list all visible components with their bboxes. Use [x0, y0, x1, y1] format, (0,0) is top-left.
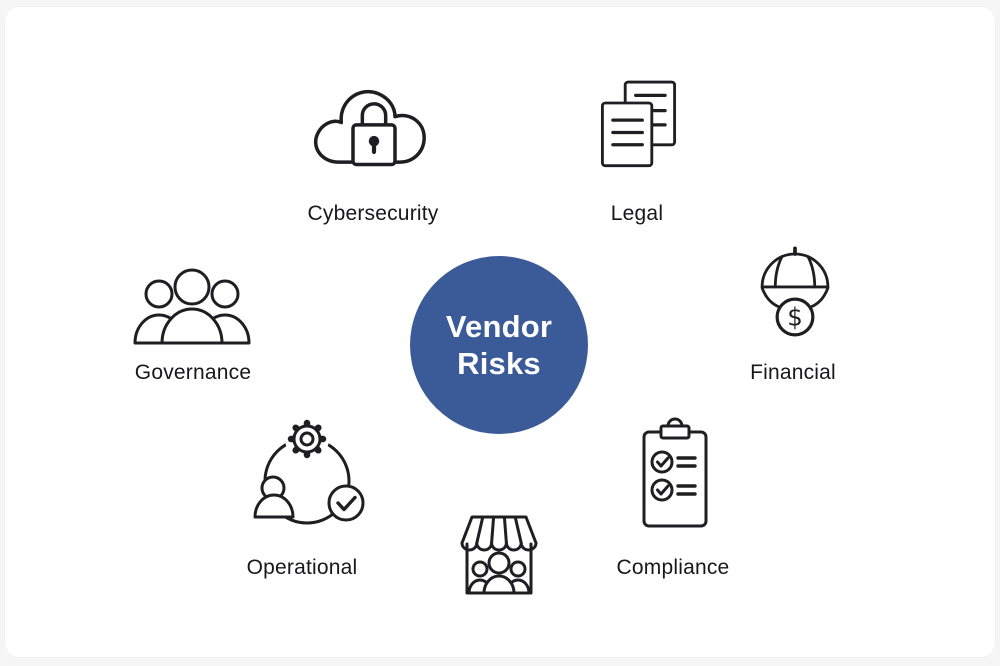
- node-label-compliance: Compliance: [616, 556, 730, 579]
- node-label-legal: Legal: [610, 202, 664, 225]
- node-label-governance: Governance: [134, 361, 252, 384]
- checklist-clipboard-icon: [630, 416, 720, 538]
- node-label-operational: Operational: [246, 556, 358, 579]
- node-label-cybersecurity: Cybersecurity: [307, 202, 439, 225]
- gear-person-check-icon: [243, 417, 377, 543]
- center-hub-line1: Vendor: [445, 309, 553, 344]
- vendor-risks-diagram: Vendor Risks Cybersecurity Legal: [5, 7, 995, 657]
- storefront-icon: [442, 503, 556, 600]
- documents-icon: [591, 71, 686, 192]
- cloud-lock-icon: [304, 71, 444, 188]
- people-group-icon: [127, 261, 257, 351]
- diagram-card: Vendor Risks Cybersecurity Legal: [5, 7, 995, 657]
- node-label-financial: Financial: [750, 361, 836, 384]
- umbrella-dollar-icon: $: [748, 234, 842, 353]
- dollar-glyph: $: [787, 302, 803, 331]
- center-hub-line2: Risks: [457, 346, 541, 381]
- center-hub-vendor-risks: Vendor Risks: [410, 256, 588, 434]
